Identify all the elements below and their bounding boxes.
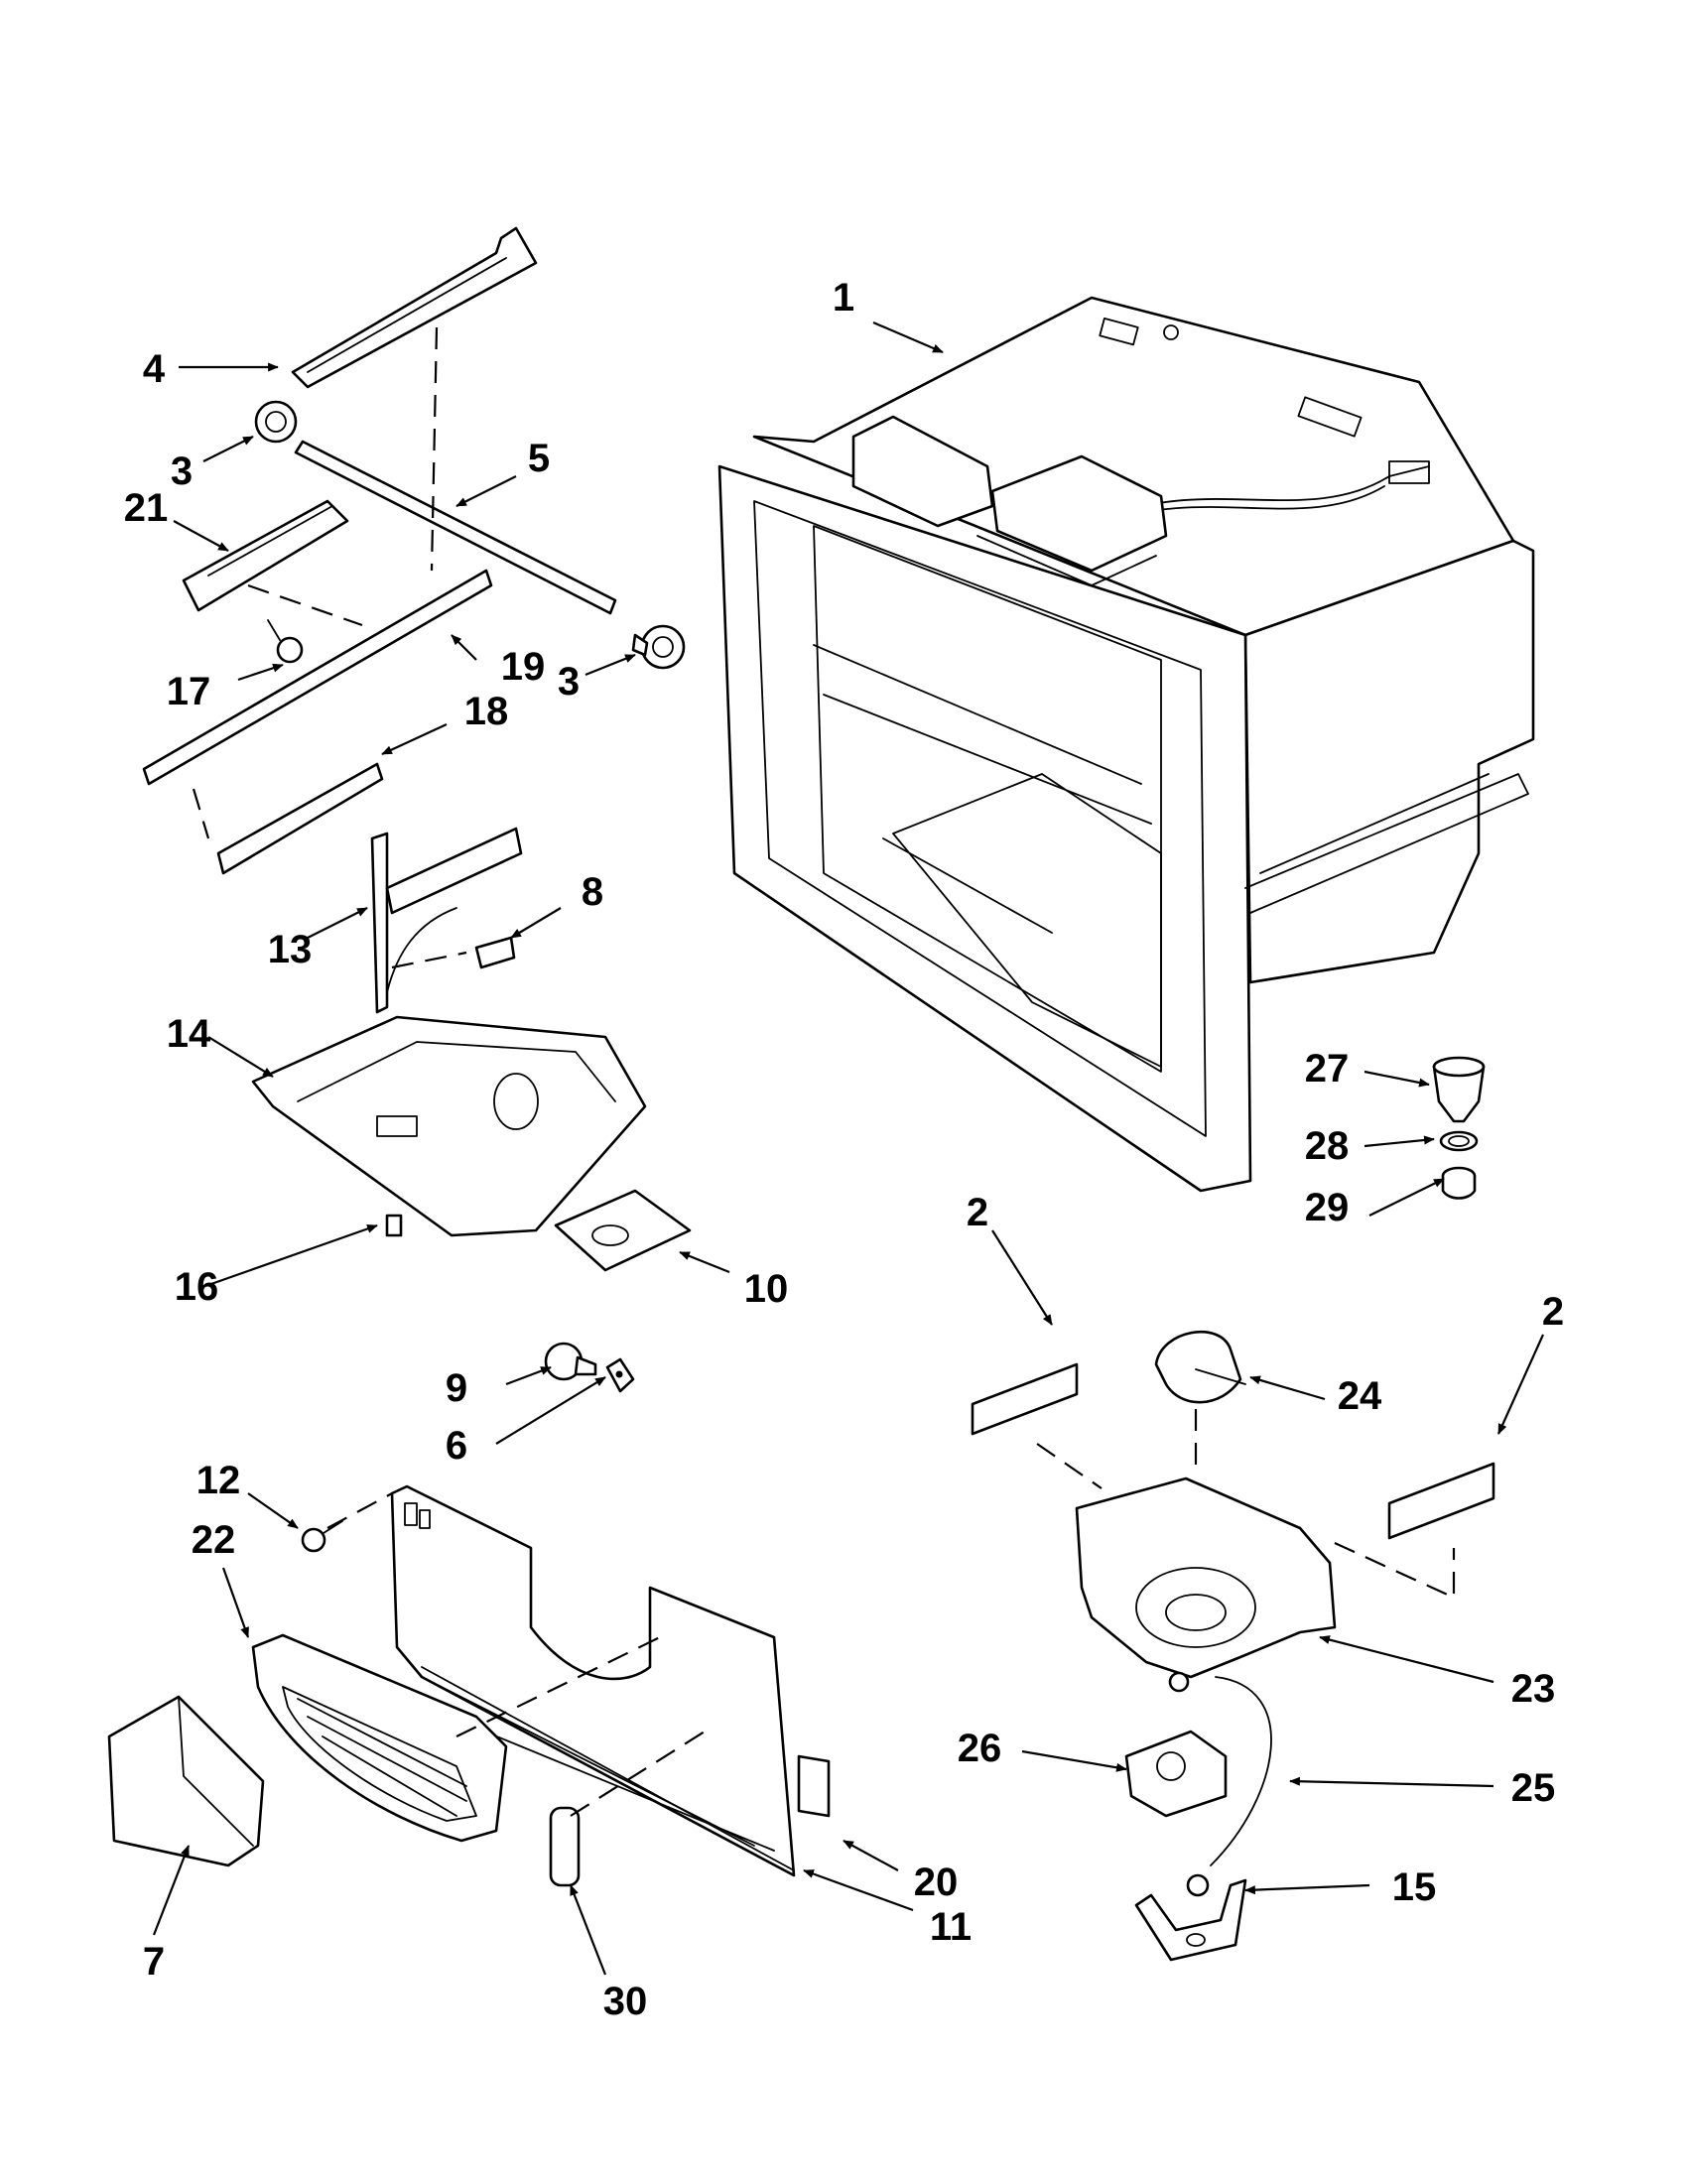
part-foam-pad-left <box>971 1362 1079 1436</box>
callout-19: 19 <box>501 645 546 689</box>
part-gear-upper <box>254 400 298 444</box>
callout-16: 16 <box>175 1265 219 1309</box>
part-slide-rail-19 <box>142 569 493 786</box>
callout-labels: 1 2 2 3 3 4 5 6 7 8 9 10 11 12 13 14 15 … <box>124 276 1564 2023</box>
callout-12: 12 <box>196 1459 241 1502</box>
part-foam-pad-right <box>1387 1462 1495 1540</box>
part-bulb-9 <box>544 1342 597 1381</box>
callout-15: 15 <box>1392 1865 1437 1909</box>
part-socket-6 <box>605 1357 635 1393</box>
callout-28: 28 <box>1305 1124 1350 1168</box>
part-washer-28 <box>1439 1130 1479 1152</box>
part-rail-bracket-21 <box>182 499 349 612</box>
callout-29: 29 <box>1305 1186 1350 1229</box>
part-housing-14 <box>251 1015 647 1237</box>
callout-25: 25 <box>1511 1766 1556 1810</box>
callout-3b: 3 <box>558 660 580 704</box>
part-fan-shroud-23 <box>1075 1477 1337 1679</box>
part-freezer-liner <box>717 296 1535 1193</box>
assembly-lines <box>192 326 1456 1817</box>
callout-27: 27 <box>1305 1047 1350 1091</box>
callout-1: 1 <box>833 276 854 320</box>
callout-3a: 3 <box>171 450 193 493</box>
part-cover-7 <box>107 1695 265 1867</box>
part-bracket-13 <box>370 827 523 1014</box>
callout-11: 11 <box>930 1905 972 1949</box>
callout-14: 14 <box>167 1012 211 1056</box>
part-screw-12 <box>301 1520 343 1553</box>
part-fan-motor-26 <box>1124 1671 1228 1818</box>
callout-22: 22 <box>192 1518 236 1562</box>
callout-4: 4 <box>143 347 166 391</box>
part-grille-22 <box>251 1633 508 1843</box>
part-wire-harness-25 <box>1210 1676 1272 1866</box>
part-sensor-30 <box>549 1806 581 1887</box>
callout-9: 9 <box>446 1366 467 1410</box>
part-rod <box>294 440 617 615</box>
part-foam-strip-20 <box>797 1754 831 1818</box>
callout-2a: 2 <box>967 1191 988 1234</box>
part-screw-17 <box>267 619 304 664</box>
callout-23: 23 <box>1511 1667 1556 1711</box>
part-label-10 <box>554 1189 692 1272</box>
callout-30: 30 <box>603 1980 648 2023</box>
callout-18: 18 <box>464 690 509 733</box>
part-clip-16 <box>385 1214 403 1237</box>
callout-5: 5 <box>528 437 550 480</box>
callout-6: 6 <box>446 1424 467 1468</box>
part-motor-bracket-15 <box>1134 1873 1247 1962</box>
callout-10: 10 <box>744 1267 789 1311</box>
part-grommet-27 <box>1432 1056 1486 1123</box>
part-gear-lower <box>631 624 686 670</box>
callout-7: 7 <box>143 1940 165 1984</box>
callout-26: 26 <box>958 1727 1002 1770</box>
callout-leaders <box>152 321 1545 1976</box>
part-cap-29 <box>1441 1166 1477 1200</box>
part-slide-rail-18 <box>216 762 384 875</box>
callout-20: 20 <box>914 1861 959 1904</box>
callout-2b: 2 <box>1542 1290 1564 1334</box>
part-screw-8 <box>474 936 516 969</box>
part-slide-rail-top <box>291 226 538 389</box>
part-fan-blade-24 <box>1154 1330 1246 1404</box>
callout-13: 13 <box>268 928 313 971</box>
callout-21: 21 <box>124 486 169 530</box>
callout-24: 24 <box>1338 1374 1382 1418</box>
callout-8: 8 <box>582 870 603 914</box>
callout-17: 17 <box>167 670 211 713</box>
